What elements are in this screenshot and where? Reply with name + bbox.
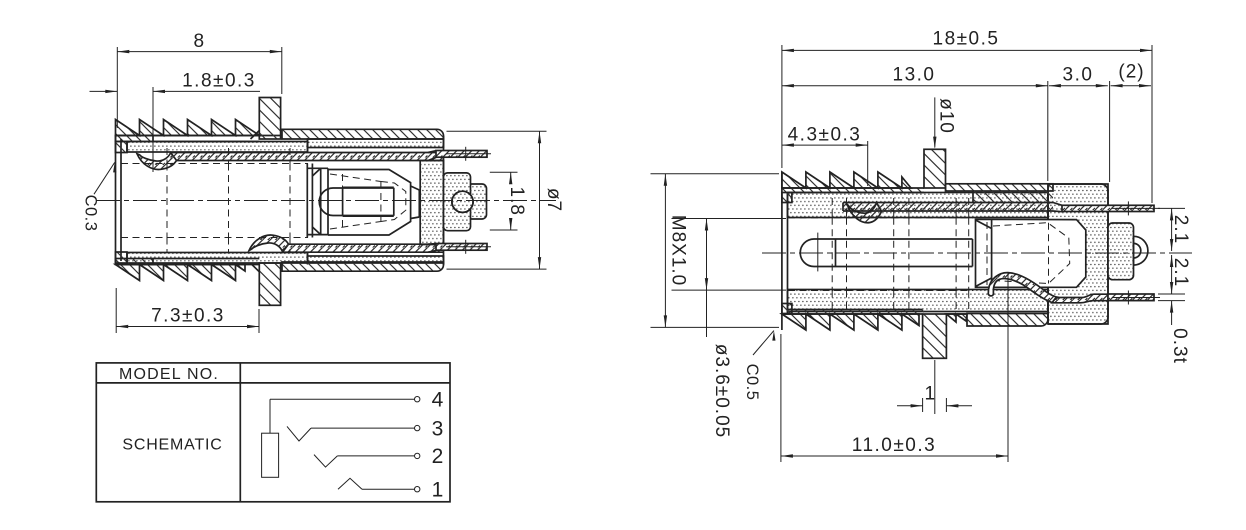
svg-text:SCHEMATIC: SCHEMATIC <box>122 437 222 454</box>
svg-text:ø7: ø7 <box>543 188 564 212</box>
svg-text:1.8±0.3: 1.8±0.3 <box>182 71 256 92</box>
svg-text:7.3±0.3: 7.3±0.3 <box>151 306 225 327</box>
svg-text:8: 8 <box>193 31 205 52</box>
svg-text:C0.5: C0.5 <box>743 364 761 401</box>
svg-text:1.8: 1.8 <box>506 186 527 215</box>
svg-text:1: 1 <box>924 384 936 405</box>
svg-text:2.1: 2.1 <box>1170 215 1191 244</box>
svg-text:ø3.6±0.05: ø3.6±0.05 <box>711 344 732 438</box>
svg-text:(2): (2) <box>1118 62 1144 83</box>
svg-text:11.0±0.3: 11.0±0.3 <box>852 435 936 456</box>
svg-text:18±0.5: 18±0.5 <box>933 29 1000 50</box>
svg-text:2.1: 2.1 <box>1170 258 1191 287</box>
svg-text:0.3t: 0.3t <box>1169 328 1190 364</box>
svg-text:13.0: 13.0 <box>893 65 936 86</box>
svg-text:C0.3: C0.3 <box>82 195 100 232</box>
svg-text:M8X1.0: M8X1.0 <box>668 215 689 286</box>
svg-text:3.0: 3.0 <box>1063 65 1094 86</box>
svg-text:ø10: ø10 <box>936 98 957 134</box>
svg-text:4: 4 <box>432 389 444 412</box>
svg-text:4.3±0.3: 4.3±0.3 <box>788 125 862 146</box>
svg-text:MODEL NO.: MODEL NO. <box>119 366 219 383</box>
svg-text:1: 1 <box>432 479 444 502</box>
svg-text:3: 3 <box>432 418 444 441</box>
svg-text:2: 2 <box>432 445 444 468</box>
